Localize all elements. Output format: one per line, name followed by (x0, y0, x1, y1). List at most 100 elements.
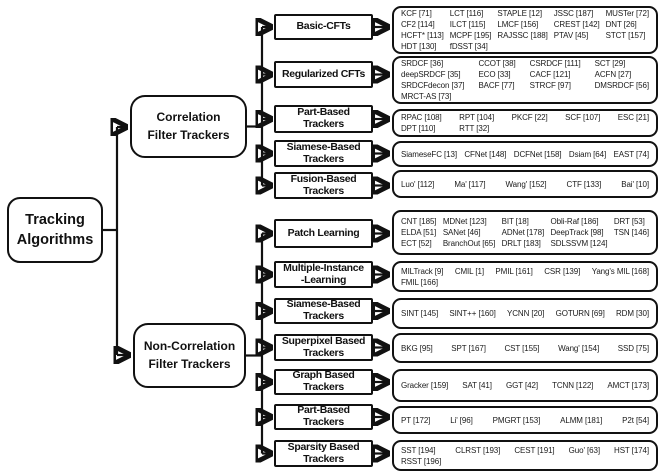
tracker-entry: PMGRT [153] (492, 415, 541, 425)
tracker-entry: PKCF [22] (511, 113, 548, 122)
tracker-entry: MRCT-AS [73] (401, 92, 452, 101)
tracker-entry: LMCF [156] (497, 20, 539, 29)
tracker-list-graph: Gracker [159]SAT [41]GGT [42]TCNN [122]A… (392, 369, 658, 402)
tracker-entry: Wang' [152] (505, 179, 547, 189)
tracker-entry: MCPF [195] (449, 31, 492, 40)
tracker-entry: TSN [146] (613, 228, 649, 237)
tracker-entry: Ma' [117] (454, 179, 486, 189)
tracker-entry: DNT [26] (605, 20, 637, 29)
tracker-entry: BKG [95] (401, 343, 433, 353)
tracker-entry: Gracker [159] (401, 381, 449, 390)
tracker-entry: KCF [71] (401, 9, 432, 18)
tracker-entry: P2t [54] (622, 415, 649, 425)
tracker-entry: ACFN [27] (594, 70, 632, 79)
tracker-list-part-based-ncft: PT [172]Li' [96]PMGRT [153]ALMM [181]P2t… (392, 406, 658, 434)
tracker-entry: LCT [116] (449, 9, 484, 18)
tracker-entry: MDNet [123] (442, 217, 487, 226)
tracker-entry: HCFT* [113] (401, 31, 444, 40)
category-patch-learning: Patch Learning (274, 219, 373, 248)
tracker-entry: SST [194] (401, 445, 436, 455)
tracker-entry: DMSRDCF [56] (594, 81, 649, 90)
tracker-entry: PTAV [45] (553, 31, 589, 40)
category-part-based-cft: Part-Based Trackers (274, 105, 373, 133)
tracker-entry: BranchOut [65] (442, 239, 496, 248)
tracker-entry: RDM [30] (615, 309, 649, 318)
tracker-entry: Yang's MIL [168] (591, 266, 649, 276)
tracker-entry: RPT [104] (459, 113, 495, 122)
tracker-entry: SiameseFC [13] (401, 149, 457, 159)
tracker-entry: Luo' [112] (401, 179, 435, 189)
tracker-entry: Bai' [10] (621, 179, 649, 189)
tracker-entry: SINT++ [160] (449, 309, 496, 318)
tracker-list-fusion-cft: Luo' [112] Ma' [117] Wang' [152] CTF [133] B… (392, 170, 658, 198)
tracker-entry: SDLSSVM [124] (550, 239, 608, 248)
tracker-list-basic-cfts: KCF [71]LCT [116]STAPLE [12]JSSC [187]MU… (392, 6, 658, 54)
tracker-entry: CEST [191] (514, 445, 555, 455)
tracker-entry: SINT [145] (401, 309, 439, 318)
category-part-based-ncft: Part-Based Trackers (274, 404, 373, 430)
tracker-entry: RAJSSC [188] (497, 31, 548, 40)
tracker-entry: SCT [29] (594, 59, 626, 68)
tracker-entry: CACF [121] (529, 70, 571, 79)
tracker-entry: CSRDCF [111] (529, 59, 581, 68)
tracker-list-part-based-cft: RPAC [108]RPT [104]PKCF [22]SCF [107]ESC… (392, 109, 658, 137)
tracker-entry: Dsiam [64] (568, 149, 607, 159)
tracker-list-siamese-ncft: SINT [145]SINT++ [160]YCNN [20]GOTURN [6… (392, 298, 658, 329)
tracker-entry: AMCT [173] (607, 381, 649, 390)
tracker-list-sparsity: SST [194] CLRST [193] CEST [191] Guo' [63] H… (392, 440, 658, 471)
tracker-entry: DRT [53] (613, 217, 645, 226)
category-sparsity-based: Sparsity Based Trackers (274, 440, 373, 467)
tracker-entry: CLRST [193] (455, 445, 501, 455)
tracker-entry: HDT [130] (401, 42, 437, 51)
tracker-entry: DPT [110] (401, 124, 436, 133)
branch-correlation-filter-trackers: Correlation Filter Trackers (130, 95, 247, 158)
tracker-entry: CF2 [114] (401, 20, 435, 29)
tracker-entry: YCNN [20] (507, 309, 545, 318)
tracker-entry: fDSST [34] (449, 42, 488, 51)
tracker-entry: DCFNet [158] (513, 149, 562, 159)
tracker-entry: EAST [74] (613, 149, 650, 159)
tracker-entry: ECT [52] (401, 239, 432, 248)
tracker-entry: ALMM [181] (560, 415, 603, 425)
category-regularized-cfts: Regularized CFTs (274, 61, 373, 88)
tracker-entry: STRCF [97] (529, 81, 571, 90)
tracker-entry: ADNet [178] (501, 228, 545, 237)
category-siamese-based-cft: Siamese-Based Trackers (274, 140, 373, 167)
tracker-entry: HST [174] (614, 445, 649, 455)
tracker-entry: DeepTrack [98] (550, 228, 604, 237)
root-node-tracking-algorithms: Tracking Algorithms (7, 197, 103, 263)
tracker-entry: Li' [96] (450, 415, 473, 425)
tracker-entry: Guo' [63] (568, 445, 600, 455)
tracker-list-siamese-cft: SiameseFC [13] CFNet [148] DCFNet [158] Dsi… (392, 141, 658, 167)
tracker-entry: BIT [18] (501, 217, 529, 226)
tracker-entry: CTF [133] (566, 179, 602, 189)
tracker-entry: TCNN [122] (552, 381, 594, 390)
tracker-entry: RTT [32] (459, 124, 490, 133)
tracker-entry: PMIL [161] (495, 266, 533, 276)
tracker-list-superpixel: BKG [95]SPT [167]CST [155]Wang' [154]SSD… (392, 333, 658, 363)
tracker-entry: RSST [196] (401, 456, 442, 466)
branch-non-correlation-filter-trackers: Non-Correlation Filter Trackers (133, 323, 246, 388)
tracker-entry: CSR [139] (544, 266, 581, 276)
tracker-entry: SAT [41] (462, 381, 492, 390)
tracker-entry: STCT [157] (605, 31, 646, 40)
tracker-entry: BACF [77] (478, 81, 515, 90)
tracker-entry: MILTrack [9] (401, 266, 444, 276)
category-basic-cfts: Basic-CFTs (274, 14, 373, 40)
tracker-entry: ESC [21] (617, 113, 649, 122)
tracker-entry: CREST [142] (553, 20, 600, 29)
tracker-entry: STAPLE [12] (497, 9, 542, 18)
tracker-entry: SPT [167] (451, 343, 486, 353)
tracker-entry: ECO [33] (478, 70, 511, 79)
tracker-entry: deepSRDCF [35] (401, 70, 461, 79)
category-superpixel-based: Superpixel Based Trackers (274, 334, 373, 361)
tracker-list-patch-learning: CNT [185]MDNet [123]BIT [18]Obli-Raf [18… (392, 210, 658, 255)
tracker-entry: FMIL [166] (401, 277, 438, 287)
tracker-entry: DRLT [183] (501, 239, 541, 248)
tracker-list-mil: MILTrack [9]CMIL [1]PMIL [161]CSR [139]Y… (392, 261, 658, 292)
tracker-entry: SRDCFdecon [37] (401, 81, 465, 90)
tracker-entry: CFNet [148] (464, 149, 507, 159)
tracker-entry: SRDCF [36] (401, 59, 444, 68)
